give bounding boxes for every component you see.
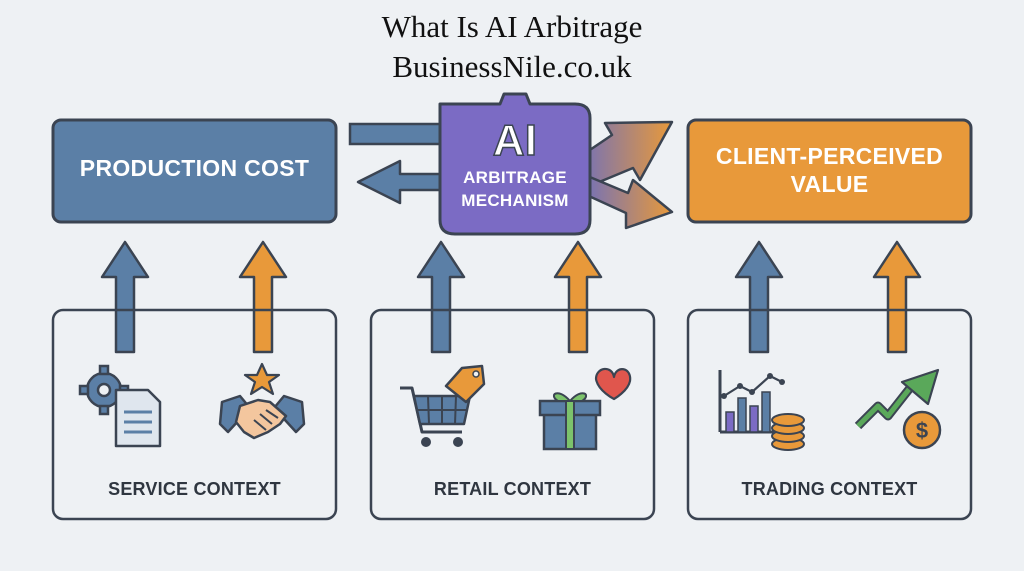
- client-value-label-line2: VALUE: [790, 171, 869, 197]
- shopping-cart-tag-icon: [400, 364, 486, 447]
- gear-document-icon: [78, 364, 162, 448]
- ai-mechanism-line2: MECHANISM: [461, 191, 569, 210]
- trading-context-label: TRADING CONTEXT: [741, 479, 918, 499]
- production-cost-label: PRODUCTION COST: [79, 155, 310, 181]
- orange-up-arrow-2: [553, 240, 603, 354]
- flow-arrow-ai-to-value-bottom: [578, 173, 674, 230]
- blue-up-arrow-1: [100, 240, 150, 354]
- orange-up-arrow-1: [238, 240, 288, 354]
- service-context-label: SERVICE CONTEXT: [108, 479, 281, 499]
- production-cost-box: [51, 118, 338, 224]
- service-context-box: [51, 308, 338, 521]
- orange-up-arrow-3: [872, 240, 922, 354]
- gift-heart-icon: [538, 367, 632, 451]
- ai-mechanism-line1: ARBITRAGE: [463, 168, 567, 187]
- svg-text:$: $: [916, 418, 928, 443]
- client-value-label-line1: CLIENT-PERCEIVED: [715, 143, 944, 169]
- trend-arrow-dollar-icon: $: [854, 368, 942, 450]
- client-value-box: [686, 118, 973, 224]
- handshake-star-icon: [218, 362, 306, 440]
- ai-chip: [438, 92, 592, 236]
- blue-up-arrow-2: [416, 240, 466, 354]
- ai-title: AI: [492, 115, 538, 166]
- chart-coins-icon: [718, 370, 805, 451]
- blue-up-arrow-3: [734, 240, 784, 354]
- page-subtitle: BusinessNile.co.uk: [392, 49, 632, 84]
- trading-context-box: [686, 308, 973, 521]
- retail-context-label: RETAIL CONTEXT: [433, 479, 592, 499]
- retail-context-box: [369, 308, 656, 521]
- flow-arrow-production-to-ai: [348, 122, 457, 205]
- page-title: What Is AI Arbitrage: [381, 9, 643, 44]
